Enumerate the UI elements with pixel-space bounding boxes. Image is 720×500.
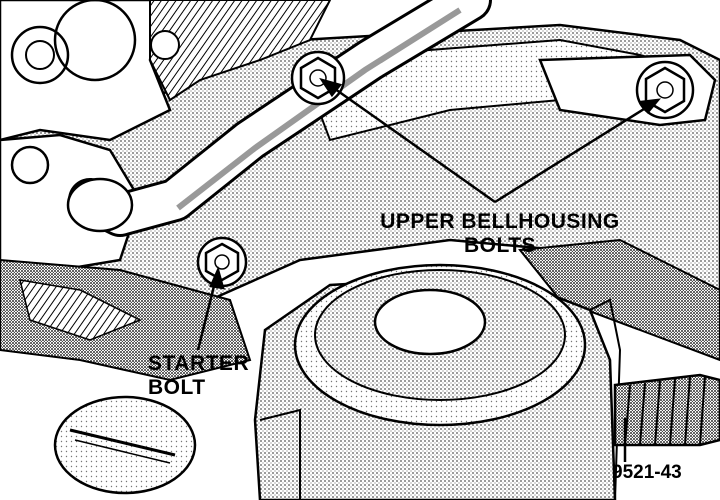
bolt-upper-left bbox=[290, 50, 346, 106]
starter-housing bbox=[253, 263, 622, 500]
callout-upper-line1: UPPER BELLHOUSING bbox=[380, 210, 620, 233]
callout-upper-bellhousing-bolts: UPPER BELLHOUSING BOLTS bbox=[365, 210, 635, 258]
callout-starter-line2: BOLT bbox=[148, 376, 206, 399]
callout-upper-line2: BOLTS bbox=[463, 234, 537, 257]
leader-upper-left bbox=[327, 82, 496, 204]
threaded-shaft bbox=[613, 373, 720, 447]
figure-id: 9521-43 bbox=[612, 462, 682, 483]
leader-upper-right bbox=[494, 102, 653, 204]
callout-starter-bolt: STARTER BOLT bbox=[148, 352, 258, 400]
engine-block bbox=[0, 0, 332, 272]
starter-bolt bbox=[196, 236, 248, 288]
leader-starter bbox=[196, 277, 218, 351]
leader-lines bbox=[196, 77, 661, 462]
starter-area bbox=[0, 258, 252, 495]
tube bbox=[66, 0, 492, 237]
callout-starter-line1: STARTER bbox=[148, 352, 250, 375]
